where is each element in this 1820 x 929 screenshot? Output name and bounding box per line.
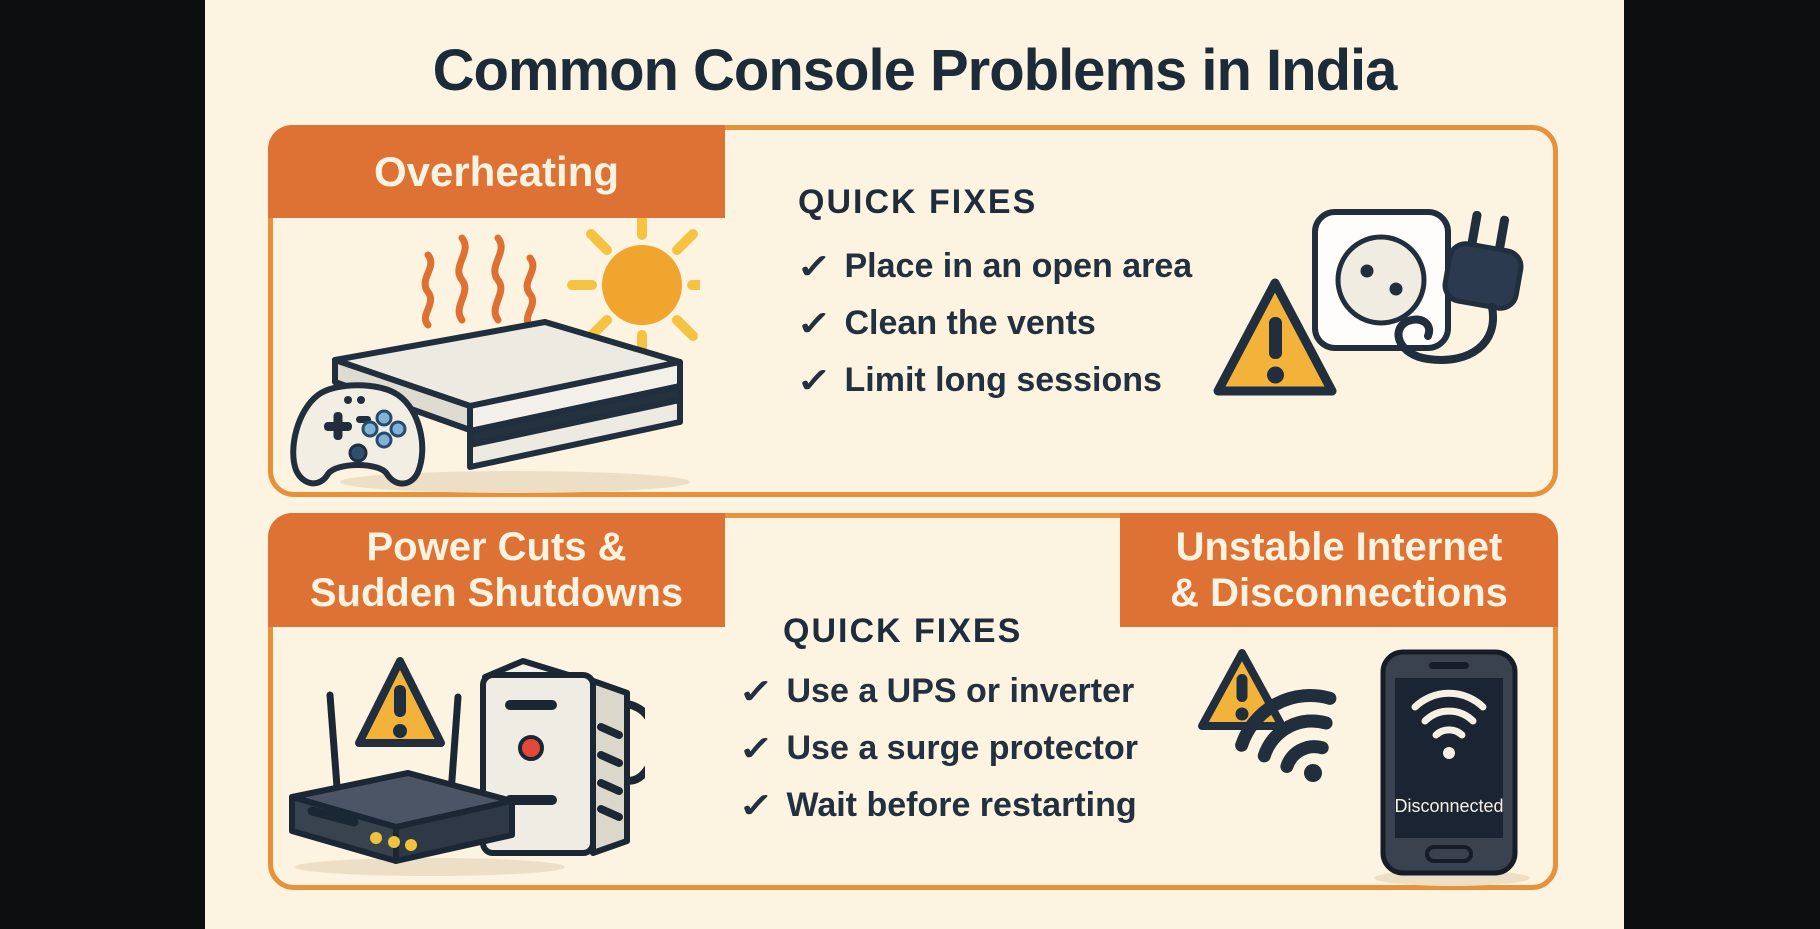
overheating-panel	[268, 125, 1558, 497]
list-item: ✓ Use a UPS or inverter	[738, 663, 1138, 720]
overheating-illustration	[290, 210, 700, 493]
check-icon: ✓	[738, 729, 775, 768]
game-console-icon	[332, 319, 683, 470]
power-cuts-fixes-list: ✓ Use a UPS or inverter ✓ Use a surge pr…	[738, 663, 1138, 834]
power-cuts-header-line2: Sudden Shutdowns	[309, 571, 684, 615]
plug-icon	[1394, 210, 1524, 364]
fix-label: Clean the vents	[844, 304, 1096, 342]
fix-label: Use a surge protector	[786, 729, 1138, 767]
fix-label: Place in an open area	[844, 247, 1193, 285]
overheating-fixes-list: ✓ Place in an open area ✓ Clean the vent…	[796, 238, 1193, 409]
warning-icon	[1213, 278, 1337, 396]
list-item: ✓ Use a surge protector	[738, 720, 1138, 777]
wifi-signal-icon	[1235, 689, 1337, 782]
power-cuts-header: Power Cuts & Sudden Shutdowns	[268, 513, 725, 627]
page-title: Common Console Problems in India	[432, 37, 1398, 103]
overheating-warning-illustration	[1213, 209, 1524, 396]
unstable-internet-header: Unstable Internet & Disconnections	[1120, 513, 1558, 627]
unstable-internet-header-line1: Unstable Internet	[1175, 525, 1503, 569]
wifi-router-icon	[289, 691, 515, 864]
check-icon: ✓	[796, 247, 833, 286]
controller-icon	[290, 382, 426, 487]
check-icon: ✓	[738, 672, 775, 711]
bottom-panel	[268, 513, 1558, 890]
list-item: ✓ Wait before restarting	[738, 777, 1138, 834]
quick-fixes-heading-top: QUICK FIXES	[798, 183, 1038, 221]
phone-wifi-icon	[1411, 689, 1487, 759]
unstable-internet-illustration: Disconnected	[1198, 649, 1530, 886]
list-item: ✓ Limit long sessions	[796, 352, 1192, 409]
heat-waves-icon	[421, 234, 537, 330]
smartphone-icon: Disconnected	[1380, 649, 1518, 876]
warning-icon	[355, 657, 445, 747]
shadow	[295, 858, 565, 876]
power-socket-icon	[1312, 209, 1451, 351]
fix-label: Wait before restarting	[786, 786, 1137, 824]
power-cuts-illustration	[289, 657, 645, 876]
overheating-header-label: Overheating	[373, 147, 620, 195]
check-icon: ✓	[738, 786, 775, 825]
phone-status-label: Disconnected	[1394, 796, 1503, 816]
infographic-canvas: Common Console Problems in India Overhea…	[205, 0, 1624, 929]
list-item: ✓ Clean the vents	[796, 295, 1192, 352]
overheating-header: Overheating	[268, 125, 725, 218]
check-icon: ✓	[796, 361, 833, 400]
shadow	[340, 471, 690, 493]
list-item: ✓ Place in an open area	[796, 238, 1193, 295]
fix-label: Limit long sessions	[844, 361, 1162, 399]
check-icon: ✓	[796, 304, 833, 343]
quick-fixes-heading-bottom: QUICK FIXES	[783, 612, 1023, 650]
unstable-internet-header-line2: & Disconnections	[1170, 571, 1508, 615]
fix-label: Use a UPS or inverter	[786, 672, 1135, 710]
power-cuts-header-line1: Power Cuts &	[366, 525, 627, 569]
